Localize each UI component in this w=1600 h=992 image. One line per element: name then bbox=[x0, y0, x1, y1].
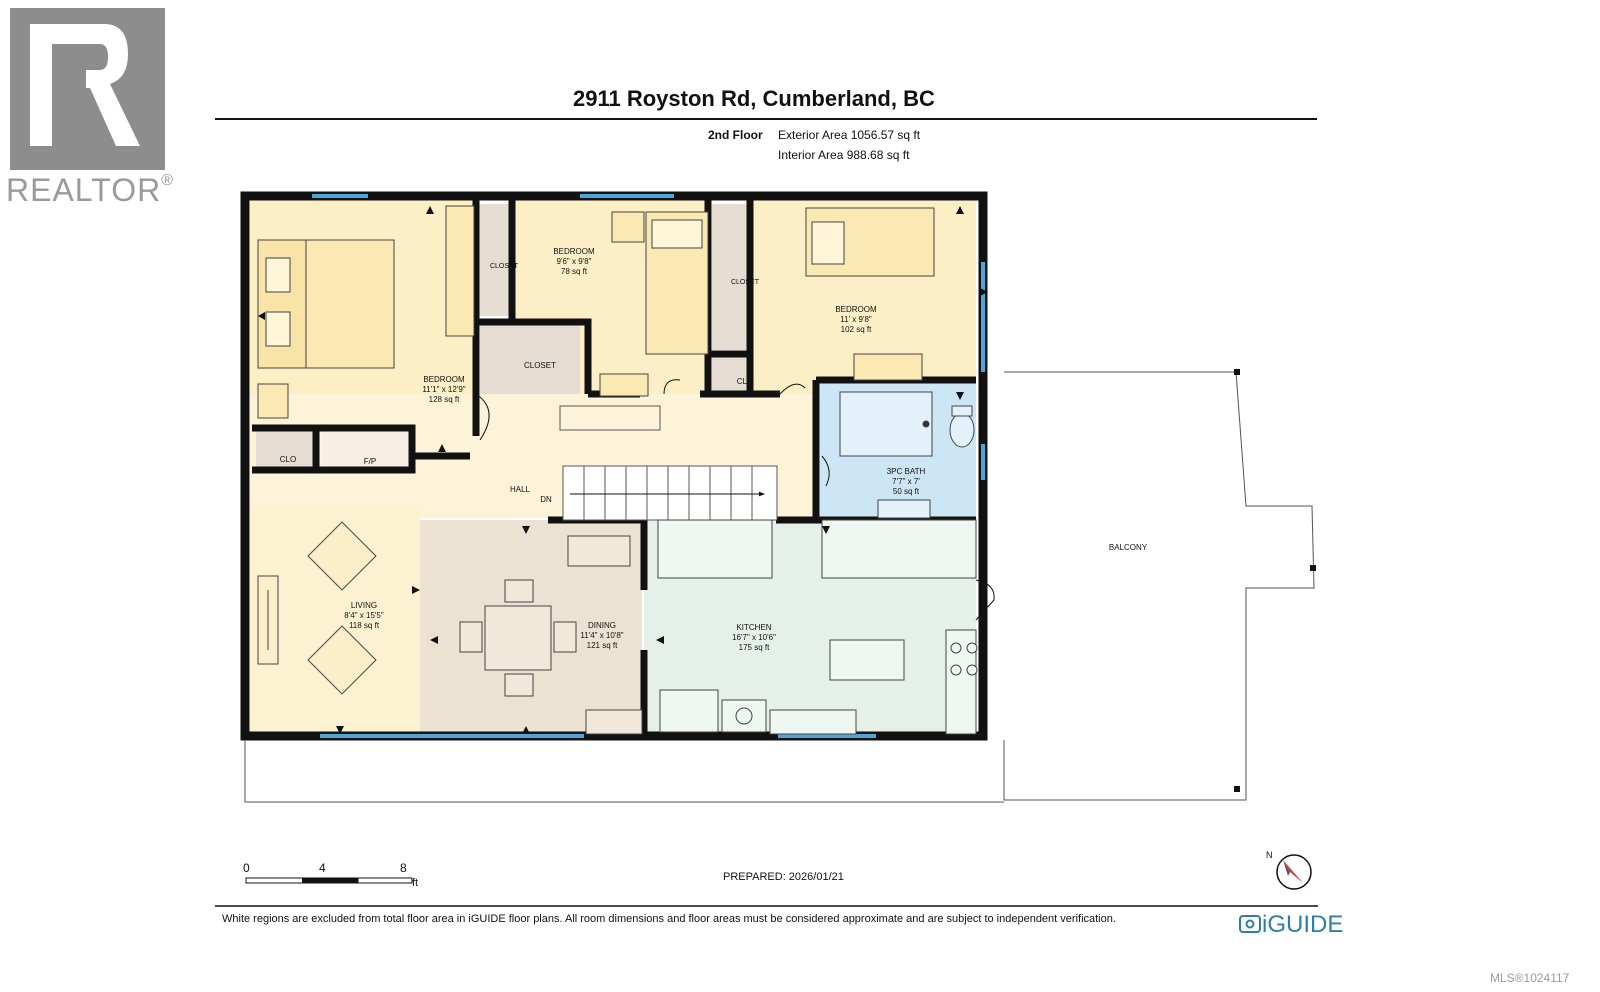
registered-mark: ® bbox=[161, 172, 174, 189]
closet-1-fill bbox=[476, 204, 512, 316]
bath-name: 3PC BATH bbox=[887, 467, 926, 476]
interior-area: Interior Area 988.68 sq ft bbox=[778, 148, 910, 162]
fireplace-label: F/P bbox=[364, 457, 376, 466]
kitchen-dims: 16'7" x 10'6" bbox=[732, 633, 776, 642]
windows bbox=[312, 194, 985, 738]
realtor-wordmark: REALTOR bbox=[6, 172, 162, 208]
page-title: 2911 Royston Rd, Cumberland, BC bbox=[573, 86, 935, 111]
realtor-logo bbox=[10, 8, 165, 170]
living-area: 118 sq ft bbox=[349, 621, 380, 630]
kitchen-fixtures bbox=[657, 519, 978, 735]
realtor-brand: REALTOR® bbox=[6, 172, 174, 209]
stairs-down-label: DN bbox=[540, 495, 552, 504]
clo-1-label: CLO bbox=[280, 455, 296, 464]
compass-north: N bbox=[1266, 850, 1273, 860]
clo-1-fill bbox=[256, 430, 314, 470]
closet-3-label: CLOSET bbox=[731, 279, 760, 286]
hall-label: HALL bbox=[510, 485, 531, 494]
compass-icon: N bbox=[1266, 850, 1312, 890]
lower-deck-outline bbox=[244, 740, 1004, 803]
bedroom-right-name: BEDROOM bbox=[835, 305, 877, 314]
scale-tick-0: 0 bbox=[243, 861, 250, 875]
bedroom-right-dims: 11' x 9'8" bbox=[840, 315, 872, 324]
scale-tick-4: 4 bbox=[319, 861, 326, 875]
bath-dims: 7'7" x 7' bbox=[892, 477, 920, 486]
living-name: LIVING bbox=[351, 601, 377, 610]
balcony-outline bbox=[1003, 371, 1315, 801]
bed-middle bbox=[599, 211, 709, 397]
dining-name: DINING bbox=[588, 621, 616, 630]
iguide-wordmark: iGUIDE bbox=[1262, 911, 1343, 938]
bed-right bbox=[805, 207, 935, 381]
dimension-arrows bbox=[258, 206, 988, 734]
balcony-post bbox=[1310, 565, 1316, 571]
scale-unit: ft bbox=[412, 877, 418, 889]
clo-2-fill bbox=[712, 356, 748, 392]
bedroom-middle-name: BEDROOM bbox=[553, 247, 595, 256]
dining-table bbox=[459, 535, 643, 735]
closet-3-fill bbox=[712, 204, 748, 350]
bedroom-main-name: BEDROOM bbox=[423, 375, 465, 384]
closet-2-fill bbox=[480, 322, 580, 394]
bedroom-right-area: 102 sq ft bbox=[841, 325, 872, 334]
exterior-area: Exterior Area 1056.57 sq ft bbox=[778, 128, 921, 142]
fireplace-fill bbox=[322, 430, 410, 470]
kitchen-name: KITCHEN bbox=[736, 623, 771, 632]
bath-area: 50 sq ft bbox=[893, 487, 920, 496]
scale-tick-8: 8 bbox=[400, 861, 407, 875]
living-dims: 8'4" x 15'5" bbox=[344, 611, 384, 620]
dining-dims: 11'4" x 10'8" bbox=[580, 631, 623, 640]
dining-area: 121 sq ft bbox=[587, 641, 618, 650]
bedroom-main-area: 128 sq ft bbox=[429, 395, 460, 404]
living-furniture bbox=[257, 521, 377, 695]
bed-main bbox=[257, 205, 475, 419]
kitchen-area: 175 sq ft bbox=[739, 643, 770, 652]
balcony-label: BALCONY bbox=[1109, 543, 1148, 552]
stairs bbox=[559, 405, 778, 521]
prepared-date: PREPARED: 2026/01/21 bbox=[723, 871, 844, 883]
bedroom-middle-area: 78 sq ft bbox=[561, 267, 588, 276]
balcony-post bbox=[1234, 369, 1240, 375]
floor-label: 2nd Floor bbox=[708, 128, 763, 142]
disclaimer: White regions are excluded from total fl… bbox=[222, 913, 1116, 925]
closet-1-label: CLOSET bbox=[490, 263, 519, 270]
bath-fixtures bbox=[839, 391, 975, 519]
door-swings bbox=[475, 379, 995, 621]
clo-2-label: CLO bbox=[737, 377, 753, 386]
bedroom-main-dims: 11'1" x 12'9" bbox=[422, 385, 465, 394]
mls-number: MLS®1024117 bbox=[1490, 971, 1570, 985]
closet-2-label: CLOSET bbox=[524, 361, 556, 370]
scale-bar: 0 4 8 ft bbox=[243, 861, 418, 889]
title-rule bbox=[215, 118, 1317, 120]
bedroom-middle-dims: 9'6" x 9'8" bbox=[557, 257, 592, 266]
balcony-post bbox=[1234, 786, 1240, 792]
iguide-logo: iGUIDE bbox=[1239, 911, 1343, 938]
